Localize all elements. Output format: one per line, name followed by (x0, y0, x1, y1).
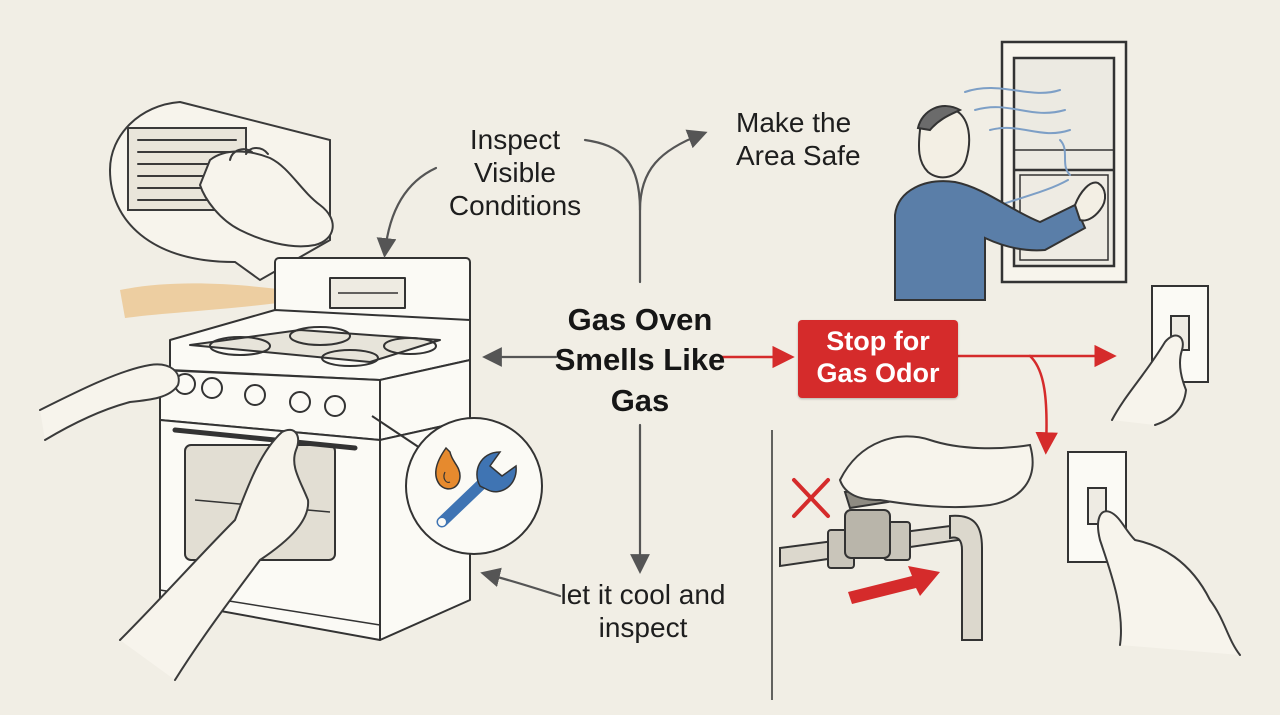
arrow-to-inspect (583, 138, 642, 212)
area-safe-label: Make the Area Safe (736, 107, 861, 172)
light-switch-icon (1067, 285, 1209, 563)
inspect-label: Inspect Visible Conditions (448, 124, 582, 222)
hand-on-vent (198, 150, 334, 248)
x-mark-icon (792, 478, 830, 518)
arrow-to-area-safe (638, 129, 708, 284)
hands-on-stove (39, 363, 310, 681)
vent-callout (108, 100, 334, 282)
flame-wrench-icon (371, 415, 543, 555)
hands-on-switches (1097, 334, 1241, 656)
person-opening-window (894, 105, 1106, 301)
red-direction-arrow (848, 566, 940, 604)
heat-glow (120, 283, 300, 318)
gas-valve-icon (771, 430, 1034, 700)
arrow-stop-to-lower-switch (1028, 354, 1058, 455)
center-title: Gas Oven Smells Like Gas (554, 302, 726, 418)
stop-label: Stop for Gas Odor (816, 326, 940, 389)
stop-badge (798, 320, 958, 398)
flow-arrows (376, 129, 1117, 598)
breeze-lines (964, 87, 1071, 206)
arrow-cool-to-stove (480, 567, 562, 598)
cool-label: let it cool and inspect (560, 579, 726, 644)
arrow-inspect-to-stove (376, 166, 438, 258)
